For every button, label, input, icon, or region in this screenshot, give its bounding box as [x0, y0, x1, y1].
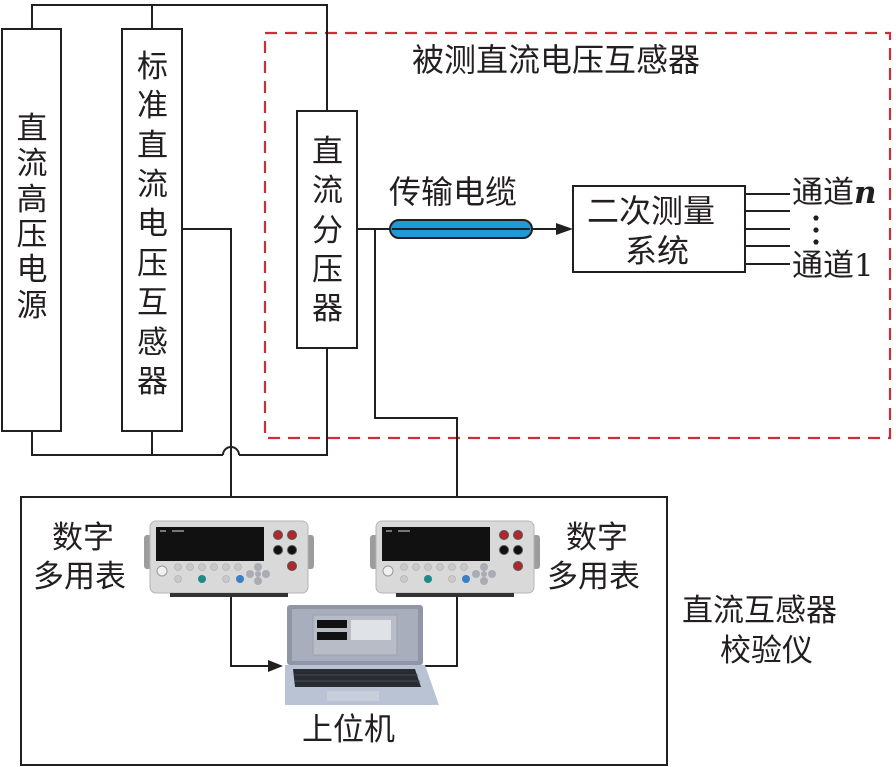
- char: 器: [137, 363, 168, 400]
- char: 感: [137, 324, 168, 361]
- char: 互: [137, 285, 168, 322]
- transmission-cable-icon: [389, 219, 533, 239]
- dmm-left-label-line1: 数字: [52, 520, 114, 556]
- arrowhead-icon: [268, 660, 283, 672]
- divider-label: 直 流 分 压 器: [297, 133, 358, 330]
- dmm-right-label-line2: 多用表: [547, 559, 640, 595]
- divider-box: [296, 110, 358, 349]
- dut-boundary: [263, 31, 892, 440]
- dmm-right-to-pc-wire: [410, 593, 458, 667]
- laptop-icon: [285, 605, 439, 705]
- char: 标: [137, 49, 168, 85]
- char: 压: [312, 252, 343, 289]
- char: 流: [137, 167, 168, 204]
- top-wire: [31, 4, 328, 111]
- arrowhead-icon: [556, 223, 573, 235]
- char: 高: [16, 181, 48, 218]
- secondary-system-box: [572, 185, 746, 273]
- dut-region-title: 被测直流电压互感器: [412, 41, 701, 79]
- standard-vt-label: 标 准 直 流 电 压 互 感 器: [122, 48, 183, 402]
- host-pc-label: 上位机: [302, 712, 395, 748]
- dmm-left-to-pc-wire: [230, 593, 275, 667]
- char: 准: [137, 88, 168, 125]
- char: 电: [16, 252, 48, 289]
- calibrator-label-line2: 校验仪: [720, 633, 813, 669]
- secondary-system-label-line2: 系统: [625, 232, 690, 270]
- bottom-wire-right: [239, 348, 328, 456]
- char: 压: [137, 245, 168, 282]
- divider-to-dmm-wire: [374, 229, 458, 510]
- standard-vt-output-wire: [182, 228, 232, 510]
- hv-source-box: [1, 28, 62, 432]
- channel-lines: [745, 193, 790, 265]
- hv-source-label: 直 流 高 压 电 源: [2, 111, 62, 324]
- digital-multimeter-icon: [370, 520, 540, 597]
- char: 流: [16, 146, 48, 183]
- dmm-left-label-line2: 多用表: [33, 559, 126, 595]
- char: 压: [16, 216, 48, 253]
- char: 直: [16, 111, 48, 147]
- secondary-system-label-line1: 二次测量: [587, 192, 716, 230]
- dmm-right-label-line1: 数字: [566, 520, 628, 556]
- channel-1-label: 通道1: [792, 248, 874, 284]
- calibrator-label-line1: 直流互感器: [682, 593, 837, 629]
- digital-multimeter-icon: [144, 520, 314, 597]
- channel-index: n: [854, 175, 877, 211]
- char: 电: [137, 206, 168, 243]
- char: 直: [312, 134, 343, 170]
- standard-vt-box: [121, 28, 183, 432]
- char: 分: [312, 212, 343, 249]
- channel-n-label: 通道n: [792, 178, 877, 209]
- bottom-wire-left: [31, 431, 223, 456]
- channel-label-text: 通道: [792, 175, 854, 211]
- channel-ellipsis-dots: [813, 215, 819, 245]
- cable-label: 传输电缆: [389, 173, 518, 211]
- char: 器: [312, 291, 343, 328]
- char: 源: [16, 287, 48, 324]
- char: 流: [312, 173, 343, 210]
- char: 直: [137, 127, 168, 164]
